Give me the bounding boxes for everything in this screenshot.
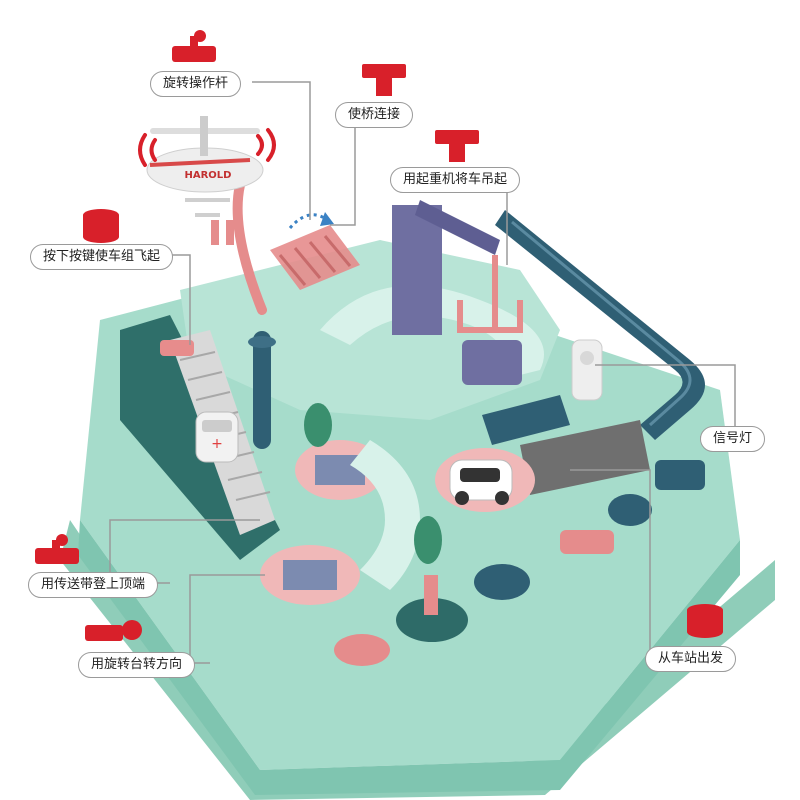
motion-lines-left: [138, 133, 157, 167]
crane-hook: [457, 300, 523, 333]
upper-track: [320, 285, 544, 380]
lever-knob-icon: [172, 30, 216, 62]
t-handle-icon-crane: [435, 130, 479, 162]
bridge-rotation-arrowhead: [320, 212, 334, 226]
station-track: [520, 420, 650, 495]
tree-upper: [304, 403, 332, 447]
helicopter-pole: [232, 180, 267, 315]
blue-rail-track-inner: [511, 220, 692, 427]
tree-lower: [414, 516, 442, 564]
pink-button: [334, 634, 390, 666]
lever-knob-icon-conveyor: [35, 534, 79, 564]
label-signal-light: 信号灯: [700, 426, 766, 452]
blue-rail-track: [495, 210, 705, 440]
label-turntable-turn: 用旋转台转方向: [78, 652, 196, 678]
label-conveyor-top: 用传送带登上顶端: [28, 572, 159, 598]
t-handle-icon: [362, 64, 406, 96]
navy-station-button: [655, 460, 705, 490]
helicopter: HAROLD: [146, 116, 264, 217]
motion-lines-right: [256, 128, 276, 162]
turntable-knob-icon: [85, 620, 142, 641]
push-button-icon: [83, 209, 119, 243]
push-button-icon-station: [687, 604, 723, 638]
label-station-depart: 从车站出发: [645, 646, 737, 672]
label-bridge-connect: 使桥连接: [335, 102, 414, 128]
pink-slider: [560, 530, 614, 554]
teal-knob-large: [396, 598, 468, 642]
ambulance-car: +: [195, 411, 239, 463]
bridge-lever: [270, 225, 360, 290]
bridge-lever-ribs: [278, 235, 352, 286]
lower-curve-track: [350, 440, 420, 590]
label-rotate-lever: 旋转操作杆: [150, 71, 242, 97]
label-crane-lift: 用起重机将车吊起: [390, 167, 521, 193]
navy-knob: [474, 564, 530, 600]
police-car: [449, 459, 513, 505]
signal-light: [571, 339, 603, 401]
crane-base: [462, 340, 522, 385]
crane-arm: [415, 200, 500, 255]
navy-post-cap: [248, 336, 276, 348]
helicopter-name: HAROLD: [185, 170, 232, 181]
conveyor-top-button: [160, 340, 194, 356]
crane-tower: [392, 205, 442, 335]
station-roof: [482, 395, 570, 445]
navy-knob-right: [608, 494, 652, 526]
svg-text:+: +: [211, 436, 223, 452]
helicopter-stand: [211, 220, 234, 245]
label-press-fly: 按下按键使车组飞起: [30, 244, 174, 270]
